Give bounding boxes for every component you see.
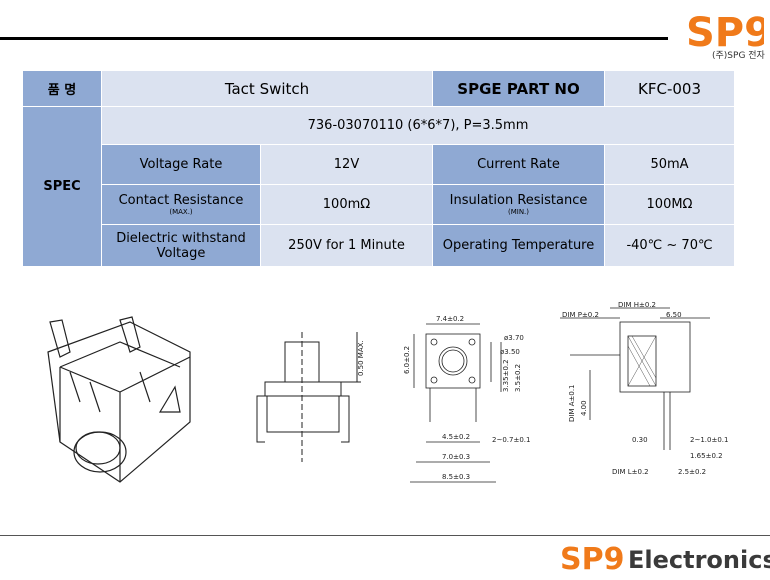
front-dim-left: 6.0±0.2 — [403, 346, 411, 374]
current-rate-label: Current Rate — [431, 144, 606, 185]
part-no-label: SPGE PART NO — [431, 70, 606, 107]
insulation-resistance-label: Insulation Resistance (MIN.) — [431, 184, 606, 225]
right-dim-bottom-right: 2.5±0.2 — [678, 468, 706, 476]
table-row: Dielectric withstand Voltage 250V for 1 … — [23, 224, 736, 267]
front-dim-right-1: 3.35±0.2 — [502, 359, 510, 392]
product-name-label: 품 명 — [22, 70, 102, 107]
right-dim-pin-3: 1.65±0.2 — [690, 452, 723, 460]
voltage-rate-value: 12V — [260, 144, 433, 185]
insulation-resistance-title: Insulation Resistance — [449, 193, 588, 208]
dielectric-label: Dielectric withstand Voltage — [101, 224, 261, 267]
front-dim-bottom-1: 4.5±0.2 — [442, 433, 470, 441]
isometric-drawing — [47, 316, 191, 483]
right-dim-p: DIM P±0.2 — [562, 311, 599, 319]
header-rule — [0, 37, 668, 40]
front-dim-right-2: 3.5±0.2 — [514, 364, 522, 392]
right-dim-l: DIM L±0.2 — [612, 468, 649, 476]
right-view-drawing: DIM H±0.2 DIM P±0.2 6.50 DIM A±0.1 4.00 … — [560, 301, 728, 476]
contact-resistance-sub: (MAX.) — [169, 208, 193, 216]
svg-text:SP9: SP9 — [686, 10, 764, 56]
footer-rule — [0, 535, 770, 536]
spec-summary: 736-03070110 (6*6*7), P=3.5mm — [100, 106, 736, 145]
spec-label: SPEC — [22, 106, 102, 267]
right-dim-h: DIM H±0.2 — [618, 301, 656, 309]
side-dim-label: 0.50 MAX. — [357, 340, 365, 376]
side-view-drawing: 0.50 MAX. — [256, 332, 365, 462]
table-row: Voltage Rate 12V Current Rate 50mA — [23, 144, 736, 185]
right-dim-pin-1: 0.30 — [632, 436, 648, 444]
insulation-resistance-sub: (MIN.) — [507, 208, 530, 216]
table-row: Contact Resistance (MAX.) 100mΩ Insulati… — [23, 184, 736, 225]
dielectric-value: 250V for 1 Minute — [260, 224, 433, 267]
front-dim-bottom-2: 7.0±0.3 — [442, 453, 470, 461]
contact-resistance-title: Contact Resistance — [118, 193, 244, 208]
front-dim-dia-outer: ø3.70 — [504, 334, 524, 342]
front-dim-top: 7.4±0.2 — [436, 315, 464, 323]
right-dim-left-2: 4.00 — [580, 400, 588, 416]
right-dim-top-right: 6.50 — [666, 311, 682, 319]
table-row: 품 명 Tact Switch SPGE PART NO KFC-003 — [22, 70, 736, 107]
contact-resistance-label: Contact Resistance (MAX.) — [101, 184, 261, 225]
footer-spg-logo: SP9 — [560, 542, 624, 574]
voltage-rate-label: Voltage Rate — [101, 144, 261, 185]
product-name-value: Tact Switch — [101, 70, 433, 107]
front-dim-bottom-3: 8.5±0.3 — [442, 473, 470, 481]
contact-resistance-value: 100mΩ — [260, 184, 433, 225]
right-dim-left-1: DIM A±0.1 — [568, 384, 576, 422]
spec-table: 품 명 Tact Switch SPGE PART NO KFC-003 SPE… — [22, 70, 736, 267]
table-row: SPEC 736-03070110 (6*6*7), P=3.5mm — [22, 106, 736, 267]
operating-temp-label: Operating Temperature — [431, 224, 606, 267]
front-view-drawing: 7.4±0.2 6.0±0.2 ø3.70 ø3.50 3.35±0.2 3.5… — [403, 315, 530, 483]
part-no-value: KFC-003 — [604, 70, 736, 107]
insulation-resistance-value: 100MΩ — [604, 184, 736, 225]
front-dim-dia-inner: ø3.50 — [500, 348, 520, 356]
front-dim-pin: 2~0.7±0.1 — [492, 436, 530, 444]
footer-brand-text: Electronics — [628, 546, 770, 574]
current-rate-value: 50mA — [604, 144, 736, 185]
spg-logo: SP9 — [686, 10, 764, 56]
svg-text:SP9: SP9 — [560, 542, 624, 574]
operating-temp-value: -40℃ ~ 70℃ — [604, 224, 736, 267]
logo-subtitle: (주)SPG 전자 — [712, 51, 765, 61]
right-dim-pin-2: 2~1.0±0.1 — [690, 436, 728, 444]
